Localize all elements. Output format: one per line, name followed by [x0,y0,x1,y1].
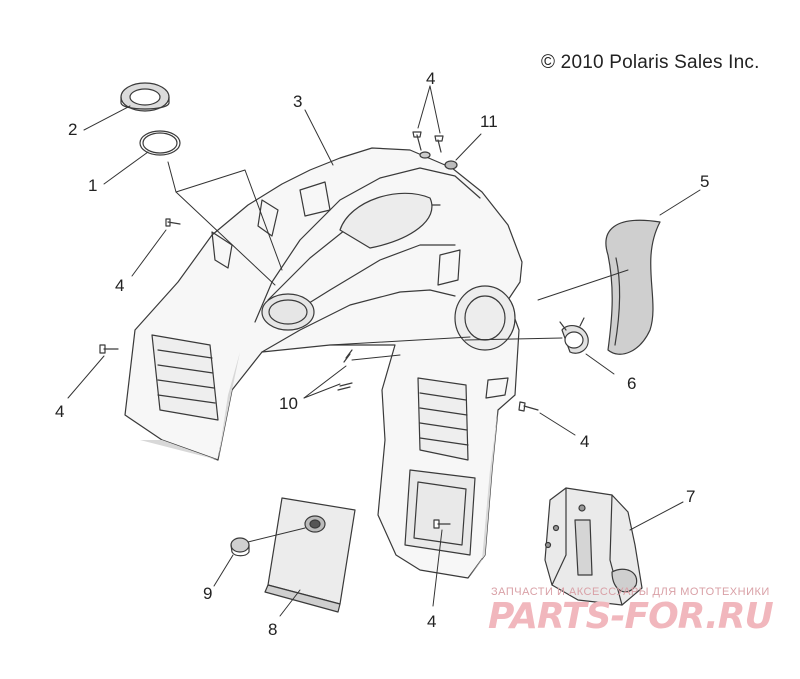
callout-4-left-lower: 4 [55,402,65,421]
clip-part-6 [559,317,589,354]
callout-1: 1 [88,176,98,195]
seal-ring-part-1 [139,130,181,156]
callout-10: 10 [279,394,298,413]
access-cover-part-8 [264,497,356,613]
callout-4-bottom: 4 [427,612,437,631]
copyright-text: © 2010 Polaris Sales Inc. [541,52,760,73]
main-body-panel [124,147,523,579]
side-panel-part-5 [605,219,661,355]
washers-part-11 [419,151,458,170]
watermark-logo: PARTS-FOR.RU [488,596,774,637]
push-clips-part-10 [337,349,353,391]
callout-2: 2 [68,120,78,139]
storage-box-part-7 [544,487,643,606]
callout-4-top: 4 [426,69,436,88]
callout-5: 5 [700,172,710,191]
watermark-caption: ЗАПЧАСТИ И АКСЕССУАРЫ ДЛЯ МОТОТЕХНИКИ [491,586,770,598]
callout-4-left-upper: 4 [115,276,125,295]
callout-11: 11 [480,112,498,131]
screw-fasteners [99,131,539,529]
callout-9: 9 [203,584,213,603]
callout-3: 3 [293,92,303,111]
callout-4-right: 4 [580,432,590,451]
callout-6: 6 [627,374,637,393]
gauge-bezel-part-2 [120,82,170,112]
callout-7: 7 [686,487,696,506]
callout-8: 8 [268,620,278,639]
leader-lines [67,85,701,617]
knob-part-9 [230,537,250,557]
